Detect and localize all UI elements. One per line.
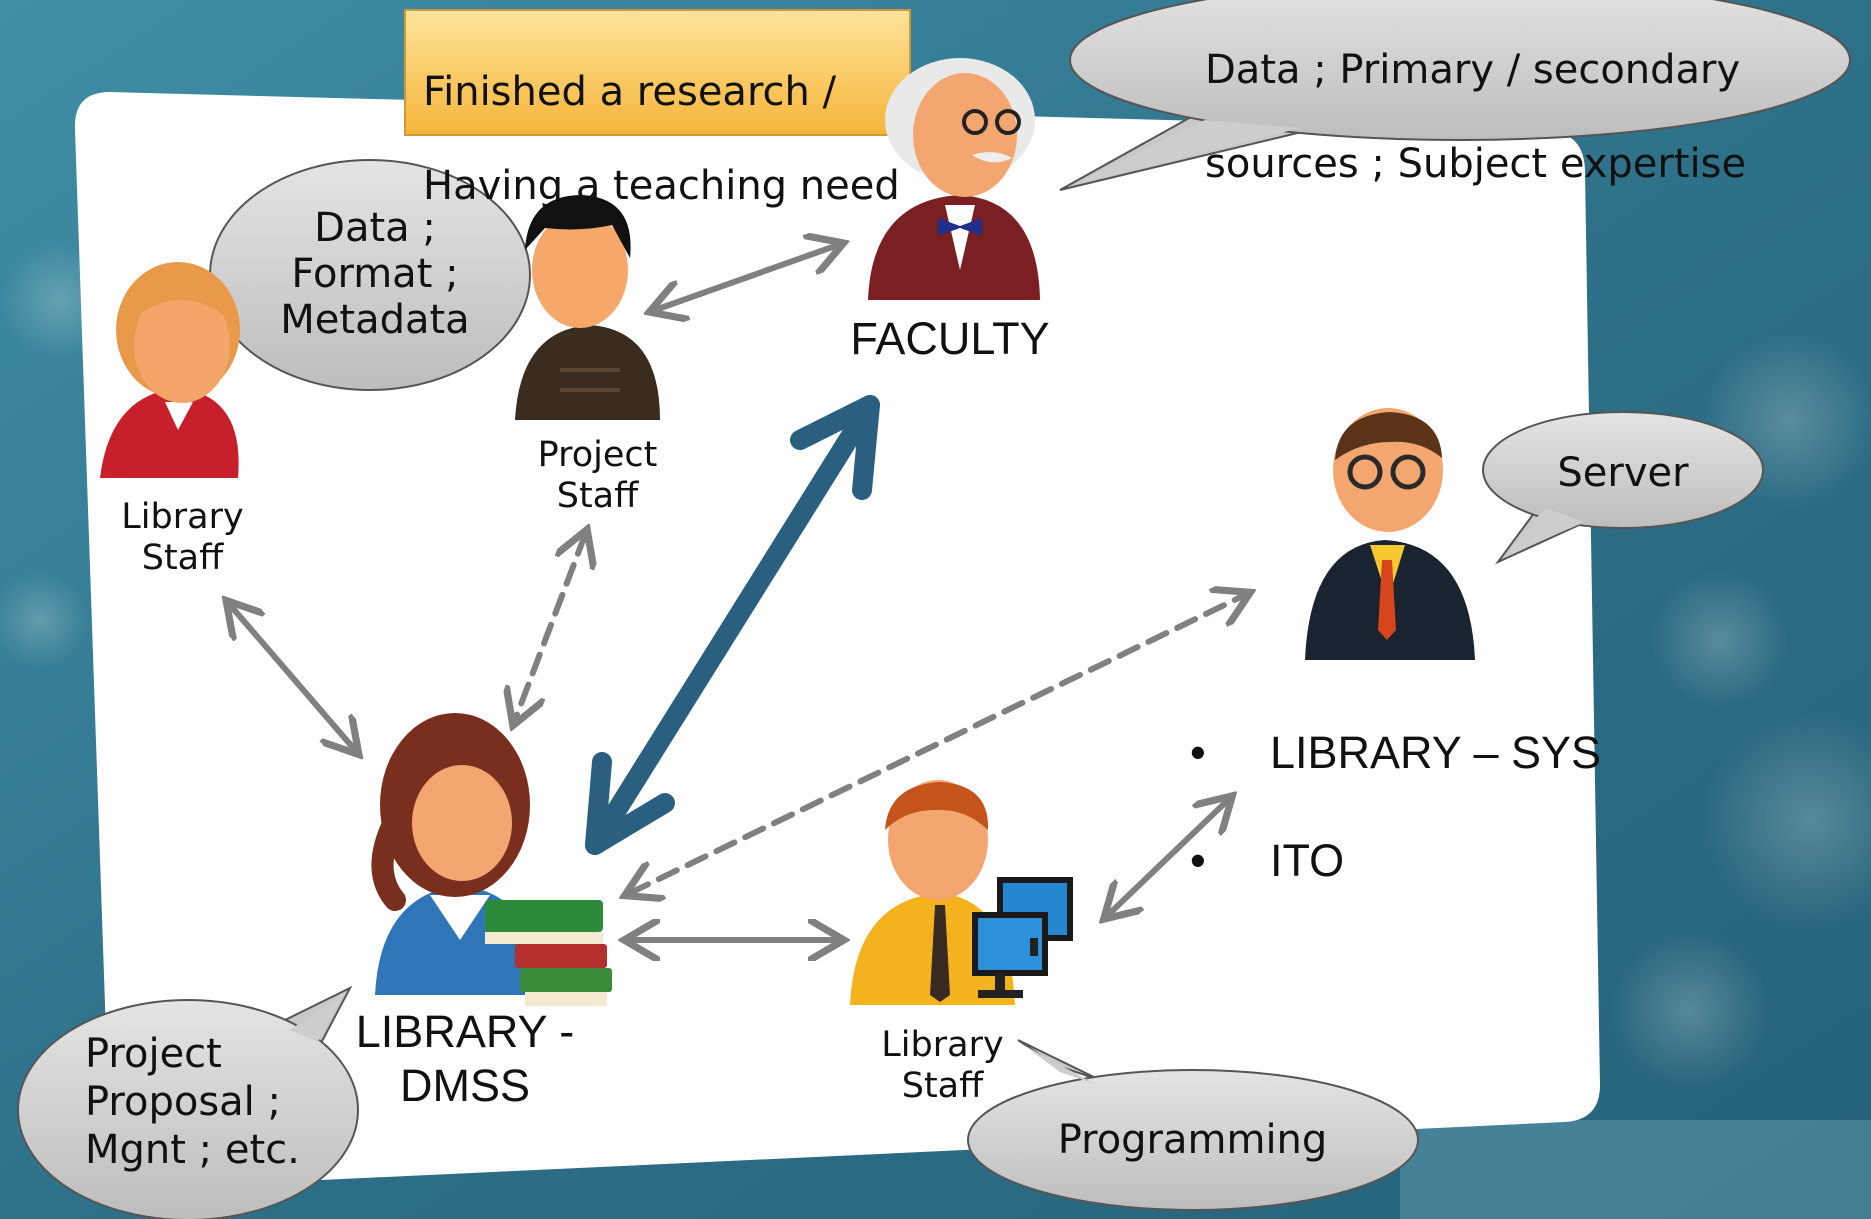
bullet-text: LIBRARY – SYS [1270, 727, 1602, 778]
faculty-label: FACULTY [850, 313, 1050, 364]
arrow-programmer-sys [1108, 800, 1228, 915]
arrow-dmss-sys [630, 595, 1245, 893]
server-bubble-text: Server [1557, 450, 1689, 496]
bullet-dot: • [1190, 835, 1206, 886]
programmer-with-computers-icon [850, 780, 1073, 1005]
faculty-bubble-line-1: Data ; Primary / secondary [1205, 47, 1741, 93]
top-note-line-1: Finished a research / [423, 69, 837, 115]
library-dmss-label: LIBRARY - DMSS [355, 1006, 575, 1111]
professor-icon [868, 58, 1040, 300]
arrow-project-faculty [655, 245, 838, 310]
programming-bubble-text: Programming [1057, 1117, 1328, 1163]
library-sys-bullets: • LIBRARY – SYS • ITO [1190, 672, 1601, 942]
bullet-item: • LIBRARY – SYS [1190, 726, 1601, 780]
arrow-faculty-dmss-head-top [790, 395, 880, 500]
top-note-box [404, 9, 911, 136]
bullet-item: • ITO [1190, 834, 1601, 888]
faculty-bubble-text: Data ; Primary / secondary sources ; Sub… [1205, 0, 1746, 235]
faculty-bubble-line-2: sources ; Subject expertise [1205, 141, 1747, 187]
arrow-project-dmss [515, 535, 585, 720]
arrow-libstaff-dmss [230, 605, 355, 750]
arrows [230, 245, 1245, 940]
librarian-with-books-icon [371, 713, 612, 1006]
programming-speech-bubble [967, 1039, 1419, 1211]
server-speech-bubble [1482, 411, 1764, 565]
top-note-line-2: Having a teaching need [423, 163, 900, 209]
faculty-speech-bubble [1059, 0, 1851, 191]
project-staff-bubble-text: Data ; Format ; Metadata [280, 205, 470, 343]
dmss-bubble-text: Project Proposal ; Mgnt ; etc. [85, 1031, 300, 1173]
female-staff-icon [100, 262, 240, 478]
bullet-text: ITO [1270, 835, 1345, 886]
dmss-speech-bubble [17, 985, 359, 1219]
library-staff-left-label: Library Staff [121, 497, 244, 579]
male-staff-icon [515, 195, 660, 420]
project-staff-label: Project Staff [537, 435, 658, 517]
businessman-icon [1305, 408, 1475, 660]
top-note-text: Finished a research / Having a teaching … [423, 22, 900, 257]
bullet-dot: • [1190, 727, 1206, 778]
programmer-staff-label: Library Staff [881, 1025, 1004, 1107]
